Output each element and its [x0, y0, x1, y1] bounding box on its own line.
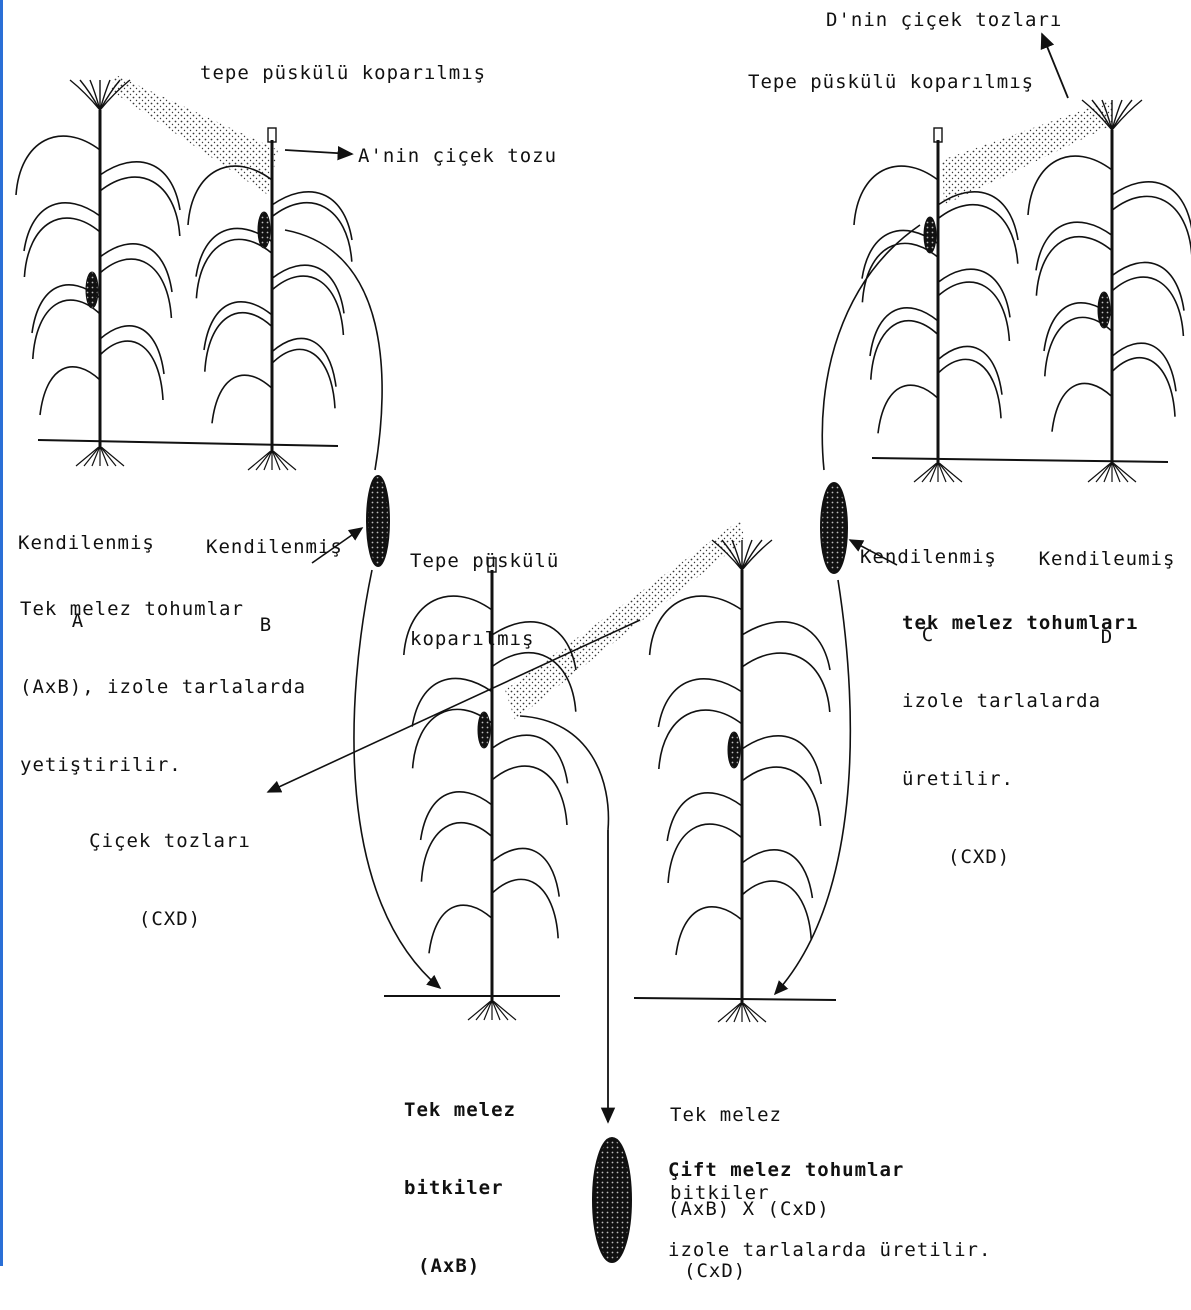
pollen-stream-d: [942, 100, 1112, 205]
label-detasseled-c: Tepe püskülü koparılmış: [748, 69, 1034, 95]
label-pollen-cxd: Çiçek tozları (CXD): [80, 776, 260, 958]
ground-line-cxd: [634, 998, 836, 1000]
label-detasseled-axb-line1: Tepe püskülü: [410, 548, 559, 574]
note-axb-line1: Tek melez tohumlar: [20, 596, 306, 622]
label-pollen-cxd-line1: Çiçek tozları: [80, 828, 260, 854]
label-double-cross-3: izole tarlalarda üretilir.: [668, 1237, 991, 1263]
label-pollen-d: D'nin çiçek tozları: [826, 7, 1062, 33]
seed-ear-axb: [367, 476, 389, 566]
note-cxd-line1: tek melez tohumları: [902, 610, 1138, 636]
corn-plant-cxd: [650, 540, 830, 1022]
corn-plant-b: [188, 128, 352, 470]
label-detasseled-axb: Tepe püskülü koparılmış: [410, 496, 559, 678]
corn-plant-d: [1028, 100, 1191, 482]
label-pollen-a: A'nin çiçek tozu: [358, 143, 557, 169]
note-cxd-line2: izole tarlalarda: [902, 688, 1138, 714]
note-single-cross-axb: Tek melez tohumlar (AxB), izole tarlalar…: [20, 544, 306, 804]
label-double-cross-1: Çift melez tohumlar: [668, 1157, 904, 1183]
curve-seed-cxd-to-plant: [775, 580, 850, 994]
note-axb-line2: (AxB), izole tarlalarda: [20, 674, 306, 700]
label-plants-axb: Tek melez bitkiler (AxB): [404, 1045, 516, 1305]
corn-plant-a: [16, 80, 180, 466]
label-plants-axb-line3: (AxB): [404, 1253, 516, 1279]
label-double-cross-2: (AxB) X (CxD): [668, 1196, 830, 1222]
note-cxd-line3: üretilir.: [902, 766, 1138, 792]
label-detasseled-b: tepe püskülü koparılmış: [200, 60, 486, 86]
seed-ear-cxd: [821, 483, 847, 573]
label-plants-axb-line1: Tek melez: [404, 1097, 516, 1123]
label-detasseled-axb-line2: koparılmış: [410, 626, 559, 652]
note-axb-line3: yetiştirilir.: [20, 752, 306, 778]
seed-ear-double-cross: [593, 1138, 631, 1262]
label-plants-axb-line2: bitkiler: [404, 1175, 516, 1201]
arrow-to-pollen-a: [285, 150, 352, 154]
note-single-cross-cxd: tek melez tohumları izole tarlalarda üre…: [902, 558, 1138, 896]
arrow-to-pollen-d: [1042, 34, 1068, 98]
label-pollen-cxd-line2: (CXD): [80, 906, 260, 932]
label-plants-cxd-line1: Tek melez: [670, 1102, 782, 1128]
ground-line-cd: [872, 458, 1168, 462]
note-cxd-line4: (CXD): [902, 844, 1138, 870]
ground-line-ab: [38, 440, 338, 446]
curve-axb-ear-down: [520, 716, 608, 830]
